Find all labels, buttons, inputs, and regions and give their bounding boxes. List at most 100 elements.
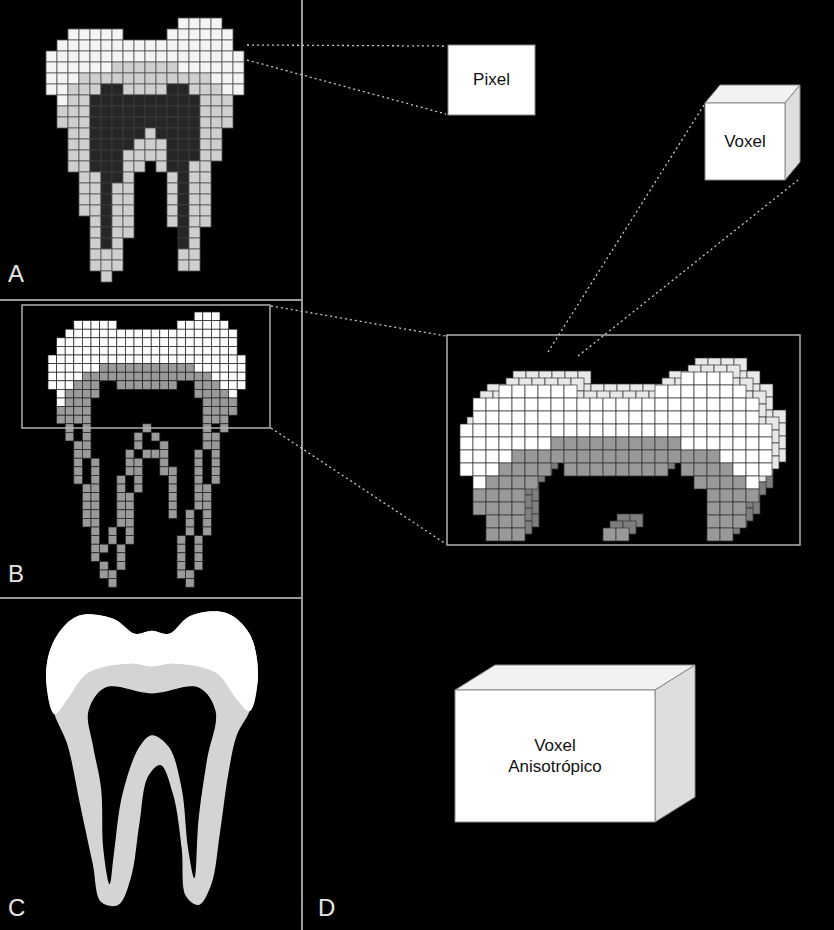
voxel-cell [487, 397, 500, 410]
voxel-cell [526, 384, 539, 397]
pixel-cell [125, 510, 134, 519]
pixel-cell [203, 518, 212, 527]
panel-separator [301, 0, 303, 930]
voxel-cell [746, 476, 759, 489]
pixel-cell [220, 346, 229, 355]
voxel-cell [474, 410, 487, 423]
pixel-cell [167, 84, 178, 95]
voxel-cell [603, 450, 616, 463]
pixel-cell [112, 40, 123, 51]
pixel-cell [134, 432, 143, 441]
pixel-cell [203, 510, 212, 519]
pixel-cell [91, 364, 100, 373]
pixel-cell [178, 84, 189, 95]
pixel-cell [100, 372, 109, 381]
pixel-cell [200, 95, 211, 106]
pixel-cell [123, 150, 134, 161]
pixel-cell [91, 527, 100, 536]
pixel-cell [57, 73, 68, 84]
leader-line [247, 45, 446, 46]
voxel-cell [577, 398, 590, 411]
pixel-cell [134, 484, 143, 493]
pixel-cell [90, 238, 101, 249]
pixel-cell [65, 346, 74, 355]
pixel-cell [101, 117, 112, 128]
pixel-cell [79, 128, 90, 139]
pixel-cell [167, 117, 178, 128]
pixel-cell [108, 570, 117, 579]
pixel-cell [123, 40, 134, 51]
pixel-cell [200, 172, 211, 183]
pixel-cell [145, 128, 156, 139]
pixel-cell [74, 372, 83, 381]
voxel-cell [760, 449, 773, 462]
pixel-cell [200, 150, 211, 161]
voxel-cell [616, 411, 629, 424]
pixel-cell [178, 194, 189, 205]
voxel-cell [512, 528, 525, 541]
voxel-cell [681, 385, 694, 398]
pixel-cell [57, 381, 66, 390]
voxel-cell [487, 488, 500, 501]
voxel-cell [655, 437, 668, 450]
pixel-cell [189, 139, 200, 150]
voxel-cell [513, 514, 526, 527]
voxel-cell [630, 410, 643, 423]
voxel-cell [616, 463, 629, 476]
voxel-cell [747, 410, 760, 423]
pixel-cell [189, 128, 200, 139]
voxel-cell [552, 410, 565, 423]
pixel-cell [237, 355, 246, 364]
pixel-cell [145, 84, 156, 95]
voxel-cell [720, 437, 733, 450]
pixel-cell [82, 329, 91, 338]
pixel-cell [134, 338, 143, 347]
pixel-cell [112, 227, 123, 238]
voxel-cell [565, 410, 578, 423]
pixel-cell [194, 389, 203, 398]
pixel-cell [200, 40, 211, 51]
pixel-cell [167, 128, 178, 139]
voxel-cell [604, 410, 617, 423]
pixel-cell [189, 216, 200, 227]
pixel-cell [101, 29, 112, 40]
pixel-cell [117, 338, 126, 347]
voxel-cell [525, 411, 538, 424]
voxel-cell [591, 436, 604, 449]
pixel-cell [117, 553, 126, 562]
pixel-cell [203, 364, 212, 373]
pixel-cell [186, 338, 195, 347]
pixel-cell [90, 73, 101, 84]
voxel-cell [525, 424, 538, 437]
pixel-cell [46, 62, 57, 73]
pixel-cell [101, 260, 112, 271]
voxel-cell [643, 449, 656, 462]
voxel-cell [538, 424, 551, 437]
pixel-cell [125, 338, 134, 347]
leader-line [548, 105, 704, 352]
voxel-cell [616, 424, 629, 437]
voxel-cell [499, 463, 512, 476]
voxel-cell [486, 398, 499, 411]
pixel-cell [90, 29, 101, 40]
voxel-cell [526, 475, 539, 488]
voxel-cell [539, 397, 552, 410]
leader-line [271, 306, 446, 336]
pixel-cell [68, 161, 79, 172]
crown-frame [22, 305, 270, 428]
pixel-cell [68, 62, 79, 73]
voxel-cell [681, 372, 694, 385]
voxel-cell [500, 514, 513, 527]
voxel-cell [655, 463, 668, 476]
voxel-cell [759, 463, 772, 476]
pixel-cell [112, 117, 123, 128]
voxel-cell [734, 488, 747, 501]
pixel-cell [160, 364, 169, 373]
voxel-cell [682, 410, 695, 423]
pixel-cell [134, 73, 145, 84]
pixel-cell [160, 441, 169, 450]
pixel-cell [189, 172, 200, 183]
pixel-cell [46, 51, 57, 62]
voxel-cell [512, 463, 525, 476]
voxel-cell [694, 372, 707, 385]
